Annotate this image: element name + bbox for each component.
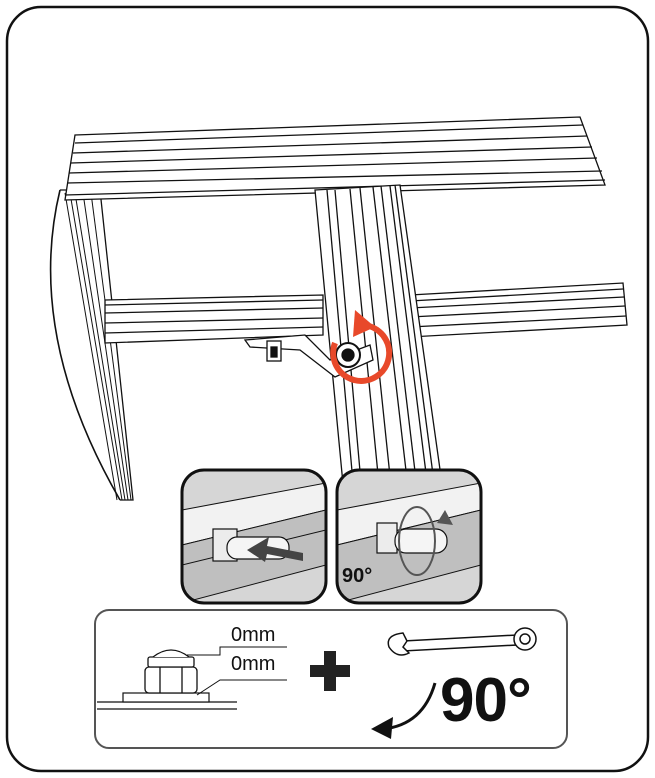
turn-angle-label: 90° [440,666,532,735]
ratchet-wrench-icon [387,627,537,656]
instruction-frame [5,5,650,773]
spacing-label-bottom: 0mm [231,653,276,675]
rotate-arrow-icon [330,310,393,384]
inset-rotation-label: 90° [342,565,373,587]
inset-rotate-bolt [335,468,483,605]
push-arrow-icon [247,537,303,562]
spacing-label-top: 0mm [231,624,276,646]
nut-icon [144,649,198,694]
inset-slide-bolt [180,468,328,605]
plus-icon [310,651,350,691]
rotate-90-arrow-icon [437,510,453,525]
torque-instruction-card [94,609,568,749]
